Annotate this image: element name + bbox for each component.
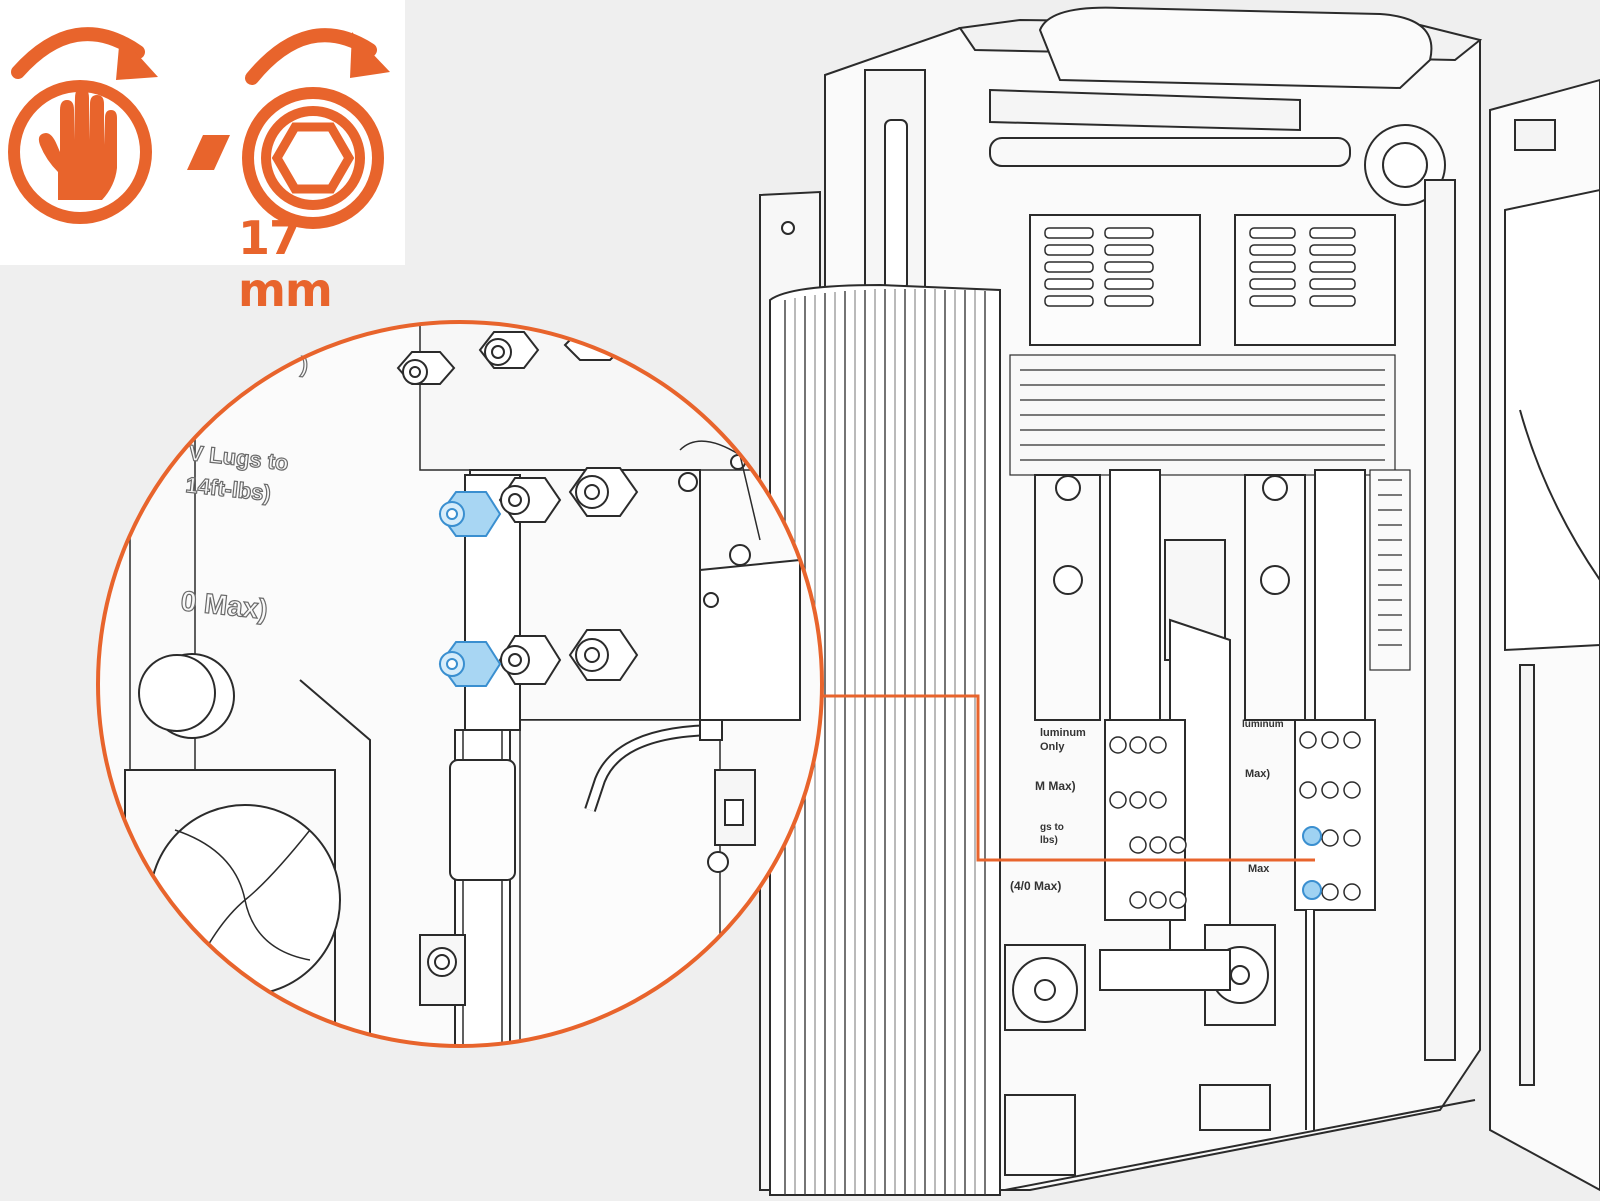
cabinet-label-only-left: Only bbox=[1040, 741, 1065, 753]
right-rail bbox=[1424, 179, 1456, 1061]
callout-label-max-gauge-top: ) bbox=[299, 352, 309, 378]
busbar-assembly-right bbox=[1244, 469, 1366, 721]
cabinet-label-aluminum-right: luminum bbox=[1242, 719, 1284, 730]
right-comb bbox=[1369, 469, 1411, 671]
cable-ring-inner bbox=[1382, 142, 1428, 188]
callout-leader-line bbox=[822, 694, 1315, 862]
cabinet-label-max-right: Max) bbox=[1245, 768, 1270, 780]
cabinet-label-max-bottom: (4/0 Max) bbox=[1010, 879, 1061, 893]
hex-socket-icon bbox=[242, 28, 390, 229]
terminal-block-right bbox=[1294, 719, 1376, 911]
vent-grille bbox=[1009, 354, 1396, 476]
open-door bbox=[1489, 78, 1600, 1192]
top-duct bbox=[989, 88, 1301, 132]
charger-cabinet bbox=[759, 6, 1600, 1196]
cable-tube bbox=[989, 137, 1351, 167]
tool-instruction-panel: 17 mm bbox=[0, 0, 405, 316]
cabinet-label-aluminum-left: luminum bbox=[1040, 727, 1086, 739]
cabinet-label-max-right-2: Max bbox=[1248, 863, 1270, 875]
cabinet-label-max-left: M Max) bbox=[1035, 779, 1076, 793]
bottom-bracket bbox=[1099, 949, 1231, 991]
relay bbox=[1199, 1084, 1271, 1131]
arrow-head-icon bbox=[350, 32, 390, 78]
power-module-left bbox=[1029, 214, 1201, 346]
arrow-head-icon bbox=[116, 35, 158, 80]
highlighted-nut-lower bbox=[438, 641, 502, 687]
contactor bbox=[1004, 1094, 1076, 1176]
hand-tighten-icon bbox=[8, 27, 158, 224]
busbar-assembly-left bbox=[1034, 469, 1231, 951]
magnifier-callout: V Lugs to 14ft-lbs) 0 Max) ) bbox=[96, 320, 824, 1048]
terminal-block-left bbox=[1104, 719, 1187, 921]
highlighted-nut-small bbox=[1302, 880, 1322, 900]
cooling-fan-left bbox=[1004, 944, 1086, 1031]
highlighted-nut-upper bbox=[438, 491, 502, 537]
cabinet-label-lugs-left: gs to bbox=[1040, 822, 1064, 833]
left-pipe bbox=[884, 119, 908, 291]
cabinet-label-lbs-left: lbs) bbox=[1040, 835, 1058, 846]
highlighted-nut-small bbox=[1302, 826, 1322, 846]
magnifier-ring bbox=[96, 320, 824, 1048]
mount-screw bbox=[781, 221, 795, 235]
power-module-right bbox=[1234, 214, 1396, 346]
cabinet-base bbox=[1004, 1099, 1476, 1191]
separator-slash bbox=[187, 135, 230, 170]
socket-size-label: 17 mm bbox=[238, 211, 333, 317]
top-handle bbox=[1038, 6, 1433, 90]
